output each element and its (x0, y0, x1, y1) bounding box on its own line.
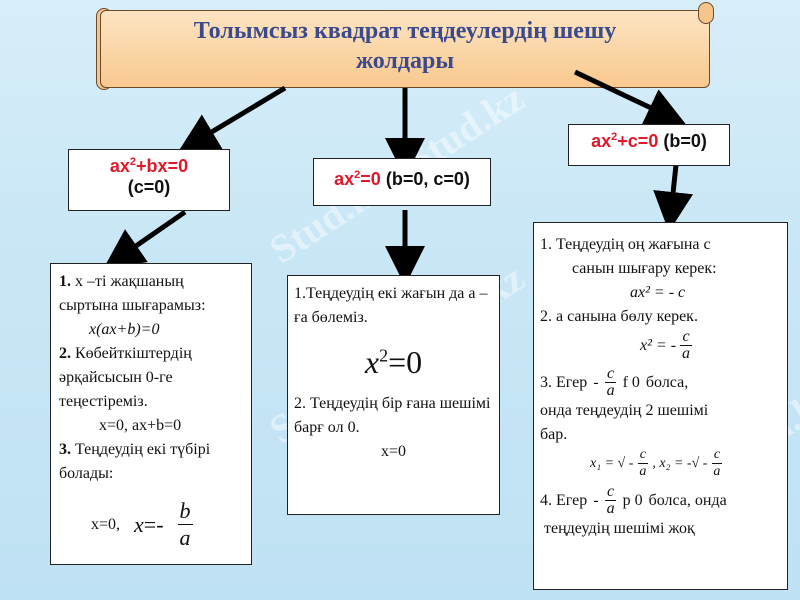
arrow-left (177, 85, 287, 153)
case-steps-left: 1. x –ті жақшаның сыртына шығарамыз: x(a… (50, 263, 252, 565)
arrow-left-down (103, 209, 187, 269)
title-scroll (100, 10, 710, 88)
case-steps-middle: 1.Теңдеудің екі жағын да а – ға бөлеміз.… (287, 275, 500, 515)
case-header-right: ax2+c=0 (b=0) (568, 124, 730, 166)
case-header-left: ax2+bx=0 (c=0) (68, 149, 230, 211)
arrow-right-down (653, 164, 694, 232)
case-header-middle: ax2=0 (b=0, c=0) (313, 158, 491, 206)
arrow-right (573, 69, 687, 126)
case-steps-right: 1. Теңдеудің оң жағына с санын шығару ке… (533, 222, 788, 590)
scroll-curl-right (698, 2, 714, 24)
page-title: Толымсыз квадрат теңдеулердің шешу жолда… (193, 18, 617, 74)
